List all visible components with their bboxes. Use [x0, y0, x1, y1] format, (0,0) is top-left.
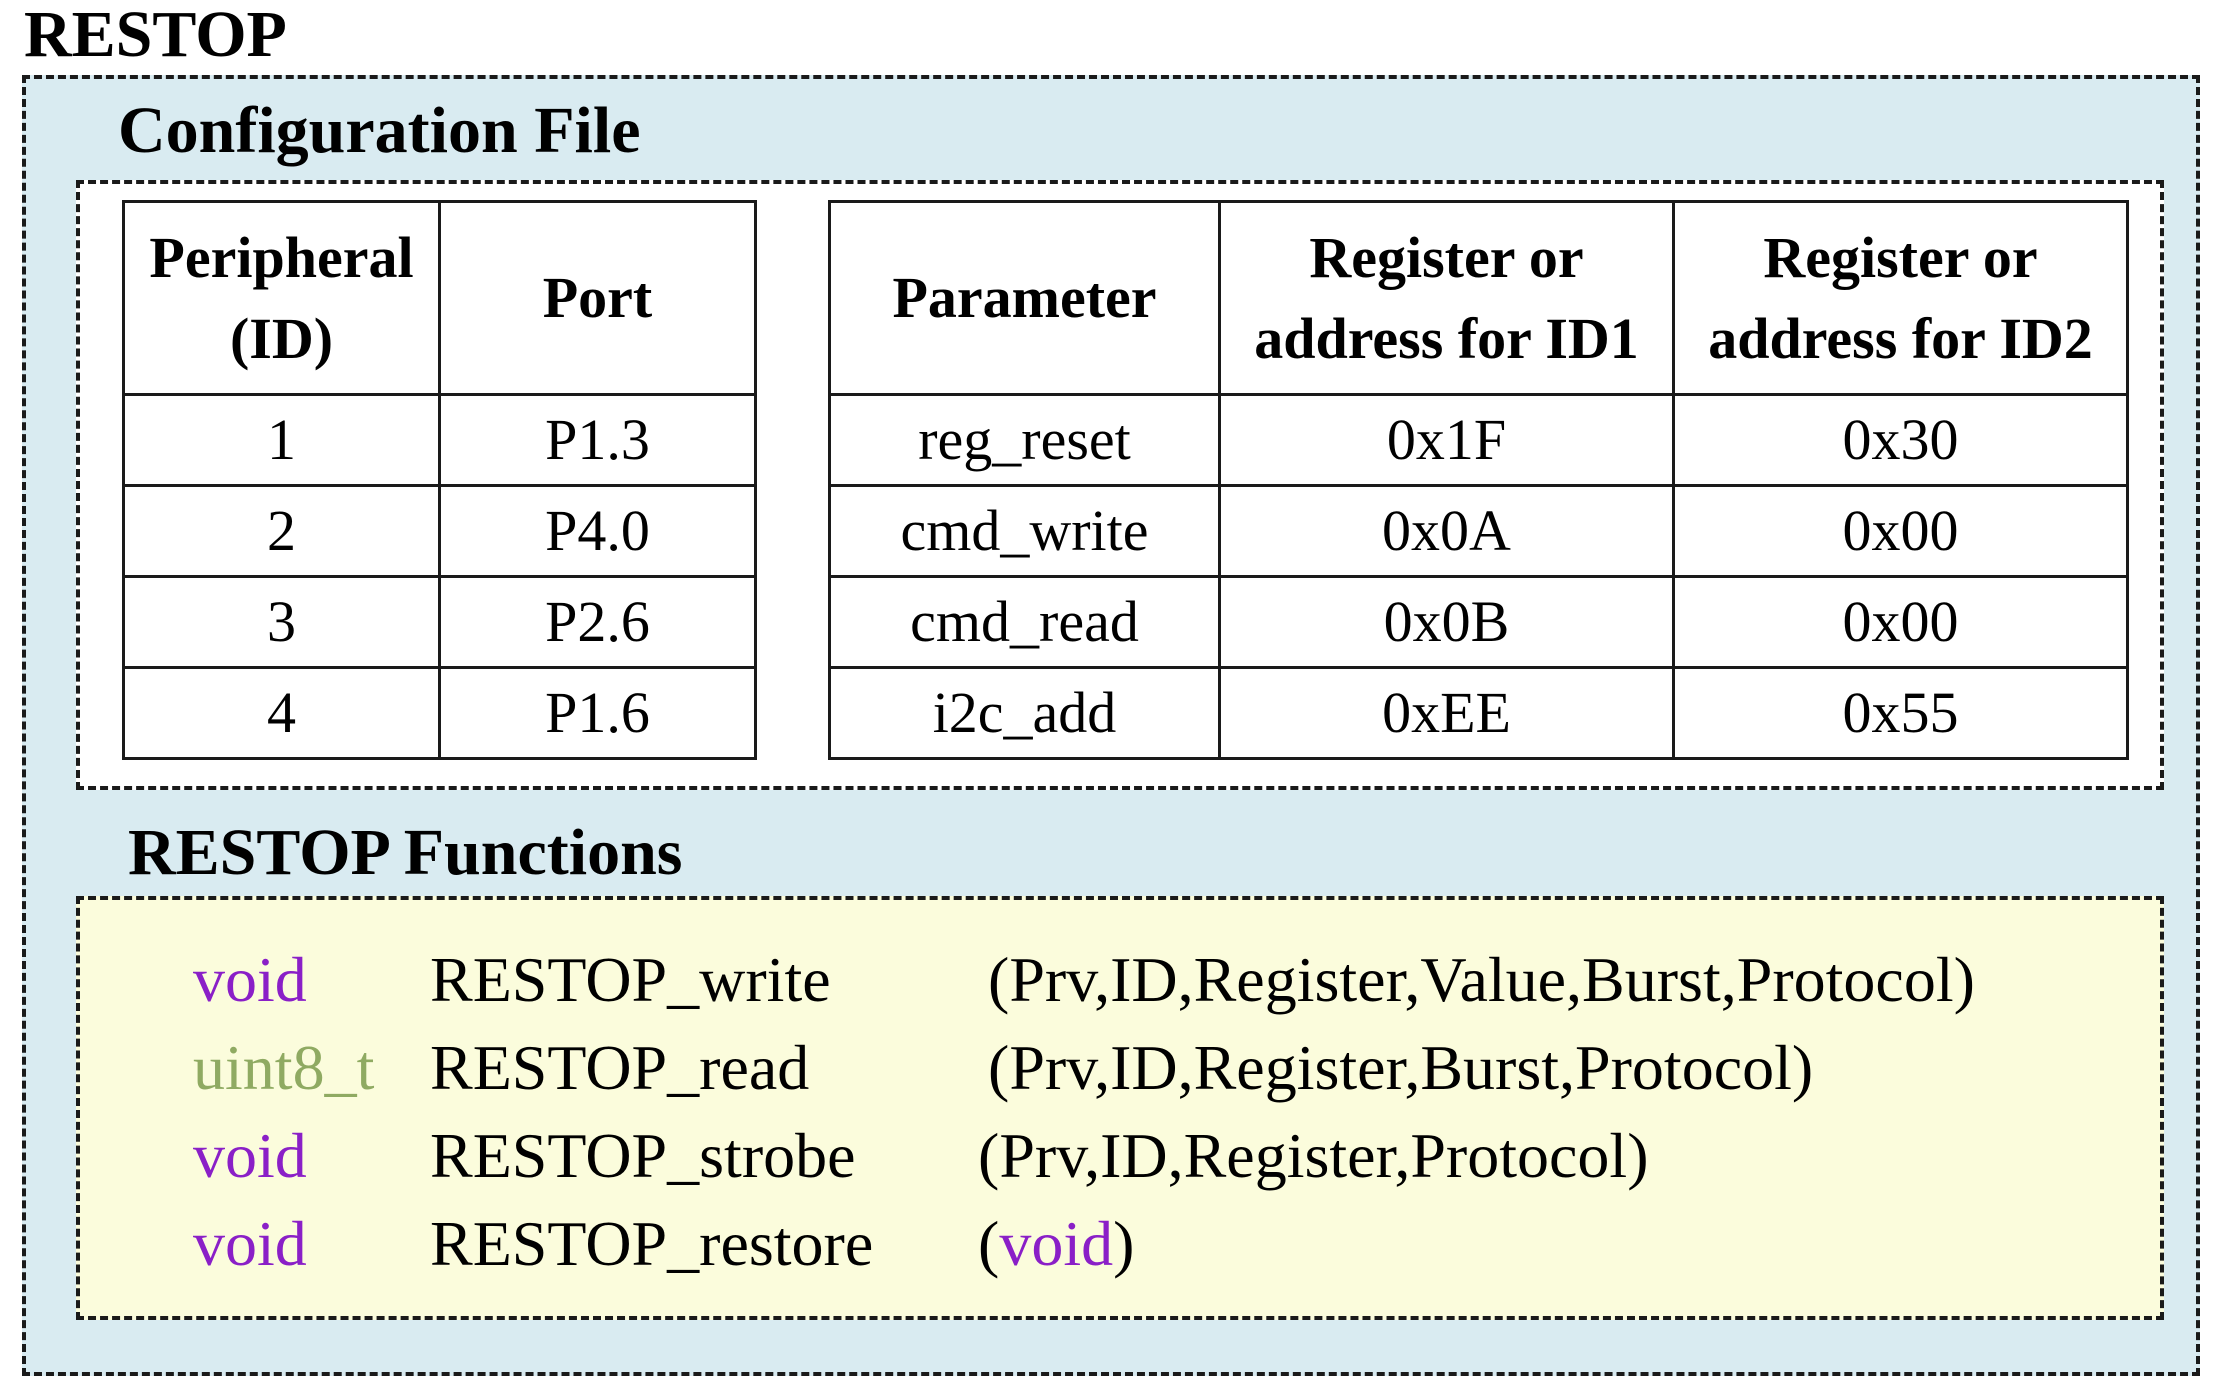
parameter-cell: reg_reset	[828, 393, 1221, 487]
peripheral-id-cell: 3	[122, 575, 441, 669]
port-cell: P1.3	[438, 393, 757, 487]
address-id1-cell: 0xEE	[1218, 666, 1675, 760]
parameter-cell: cmd_write	[828, 484, 1221, 578]
function-name: RESTOP_restore	[430, 1208, 874, 1279]
restop-functions-title: RESTOP Functions	[128, 816, 683, 889]
parameter-table: Parameter Register or address for ID1 Re…	[828, 200, 2129, 760]
return-type: void	[193, 944, 307, 1015]
function-args: (Prv,ID,Register,Value,Burst,Protocol)	[988, 944, 1975, 1015]
function-name: RESTOP_read	[430, 1032, 810, 1103]
header-address-id2: Register or address for ID2	[1672, 200, 2129, 396]
header-peripheral-id-text: Peripheral (ID)	[149, 224, 414, 371]
address-id2-cell: 0x30	[1672, 393, 2129, 487]
port-cell: P1.6	[438, 666, 757, 760]
parameter-table-header-row: Parameter Register or address for ID1 Re…	[828, 200, 2129, 396]
table-row: i2c_add 0xEE 0x55	[828, 666, 2129, 760]
port-cell: P2.6	[438, 575, 757, 669]
table-row: cmd_read 0x0B 0x00	[828, 575, 2129, 669]
table-row: cmd_write 0x0A 0x00	[828, 484, 2129, 578]
address-id1-cell: 0x0B	[1218, 575, 1675, 669]
function-name: RESTOP_write	[430, 944, 831, 1015]
port-cell: P4.0	[438, 484, 757, 578]
function-name: RESTOP_strobe	[430, 1120, 856, 1191]
parameter-cell: i2c_add	[828, 666, 1221, 760]
address-id1-cell: 0x0A	[1218, 484, 1675, 578]
configuration-file-title: Configuration File	[118, 94, 641, 167]
peripheral-id-cell: 1	[122, 393, 441, 487]
function-args: (Prv,ID,Register,Protocol)	[978, 1120, 1649, 1191]
return-type: uint8_t	[193, 1032, 375, 1103]
table-row: 2 P4.0	[122, 484, 757, 578]
header-parameter: Parameter	[828, 200, 1221, 396]
restop-functions-box: void RESTOP_write (Prv,ID,Register,Value…	[76, 896, 2164, 1320]
header-peripheral-id: Peripheral (ID)	[122, 200, 441, 396]
restop-title: RESTOP	[24, 0, 287, 71]
address-id2-cell: 0x00	[1672, 575, 2129, 669]
table-row: 3 P2.6	[122, 575, 757, 669]
return-type: void	[193, 1208, 307, 1279]
address-id1-cell: 0x1F	[1218, 393, 1675, 487]
parameter-cell: cmd_read	[828, 575, 1221, 669]
peripheral-table-header-row: Peripheral (ID) Port	[122, 200, 757, 396]
args-close-paren: )	[1113, 1208, 1135, 1279]
address-id2-cell: 0x00	[1672, 484, 2129, 578]
peripheral-id-cell: 4	[122, 666, 441, 760]
function-args: (Prv,ID,Register,Burst,Protocol)	[988, 1032, 1814, 1103]
header-address-id1: Register or address for ID1	[1218, 200, 1675, 396]
return-type: void	[193, 1120, 307, 1191]
header-address-id2-text: Register or address for ID2	[1708, 224, 2093, 371]
address-id2-cell: 0x55	[1672, 666, 2129, 760]
header-address-id1-text: Register or address for ID1	[1254, 224, 1639, 371]
args-void-keyword: void	[999, 1208, 1114, 1279]
header-port: Port	[438, 200, 757, 396]
table-row: 4 P1.6	[122, 666, 757, 760]
table-row: 1 P1.3	[122, 393, 757, 487]
args-open-paren: (	[978, 1208, 1000, 1279]
table-row: reg_reset 0x1F 0x30	[828, 393, 2129, 487]
peripheral-id-cell: 2	[122, 484, 441, 578]
function-args: (void)	[978, 1212, 1134, 1276]
peripheral-table: Peripheral (ID) Port 1 P1.3 2 P4.0 3 P2.…	[122, 200, 757, 760]
